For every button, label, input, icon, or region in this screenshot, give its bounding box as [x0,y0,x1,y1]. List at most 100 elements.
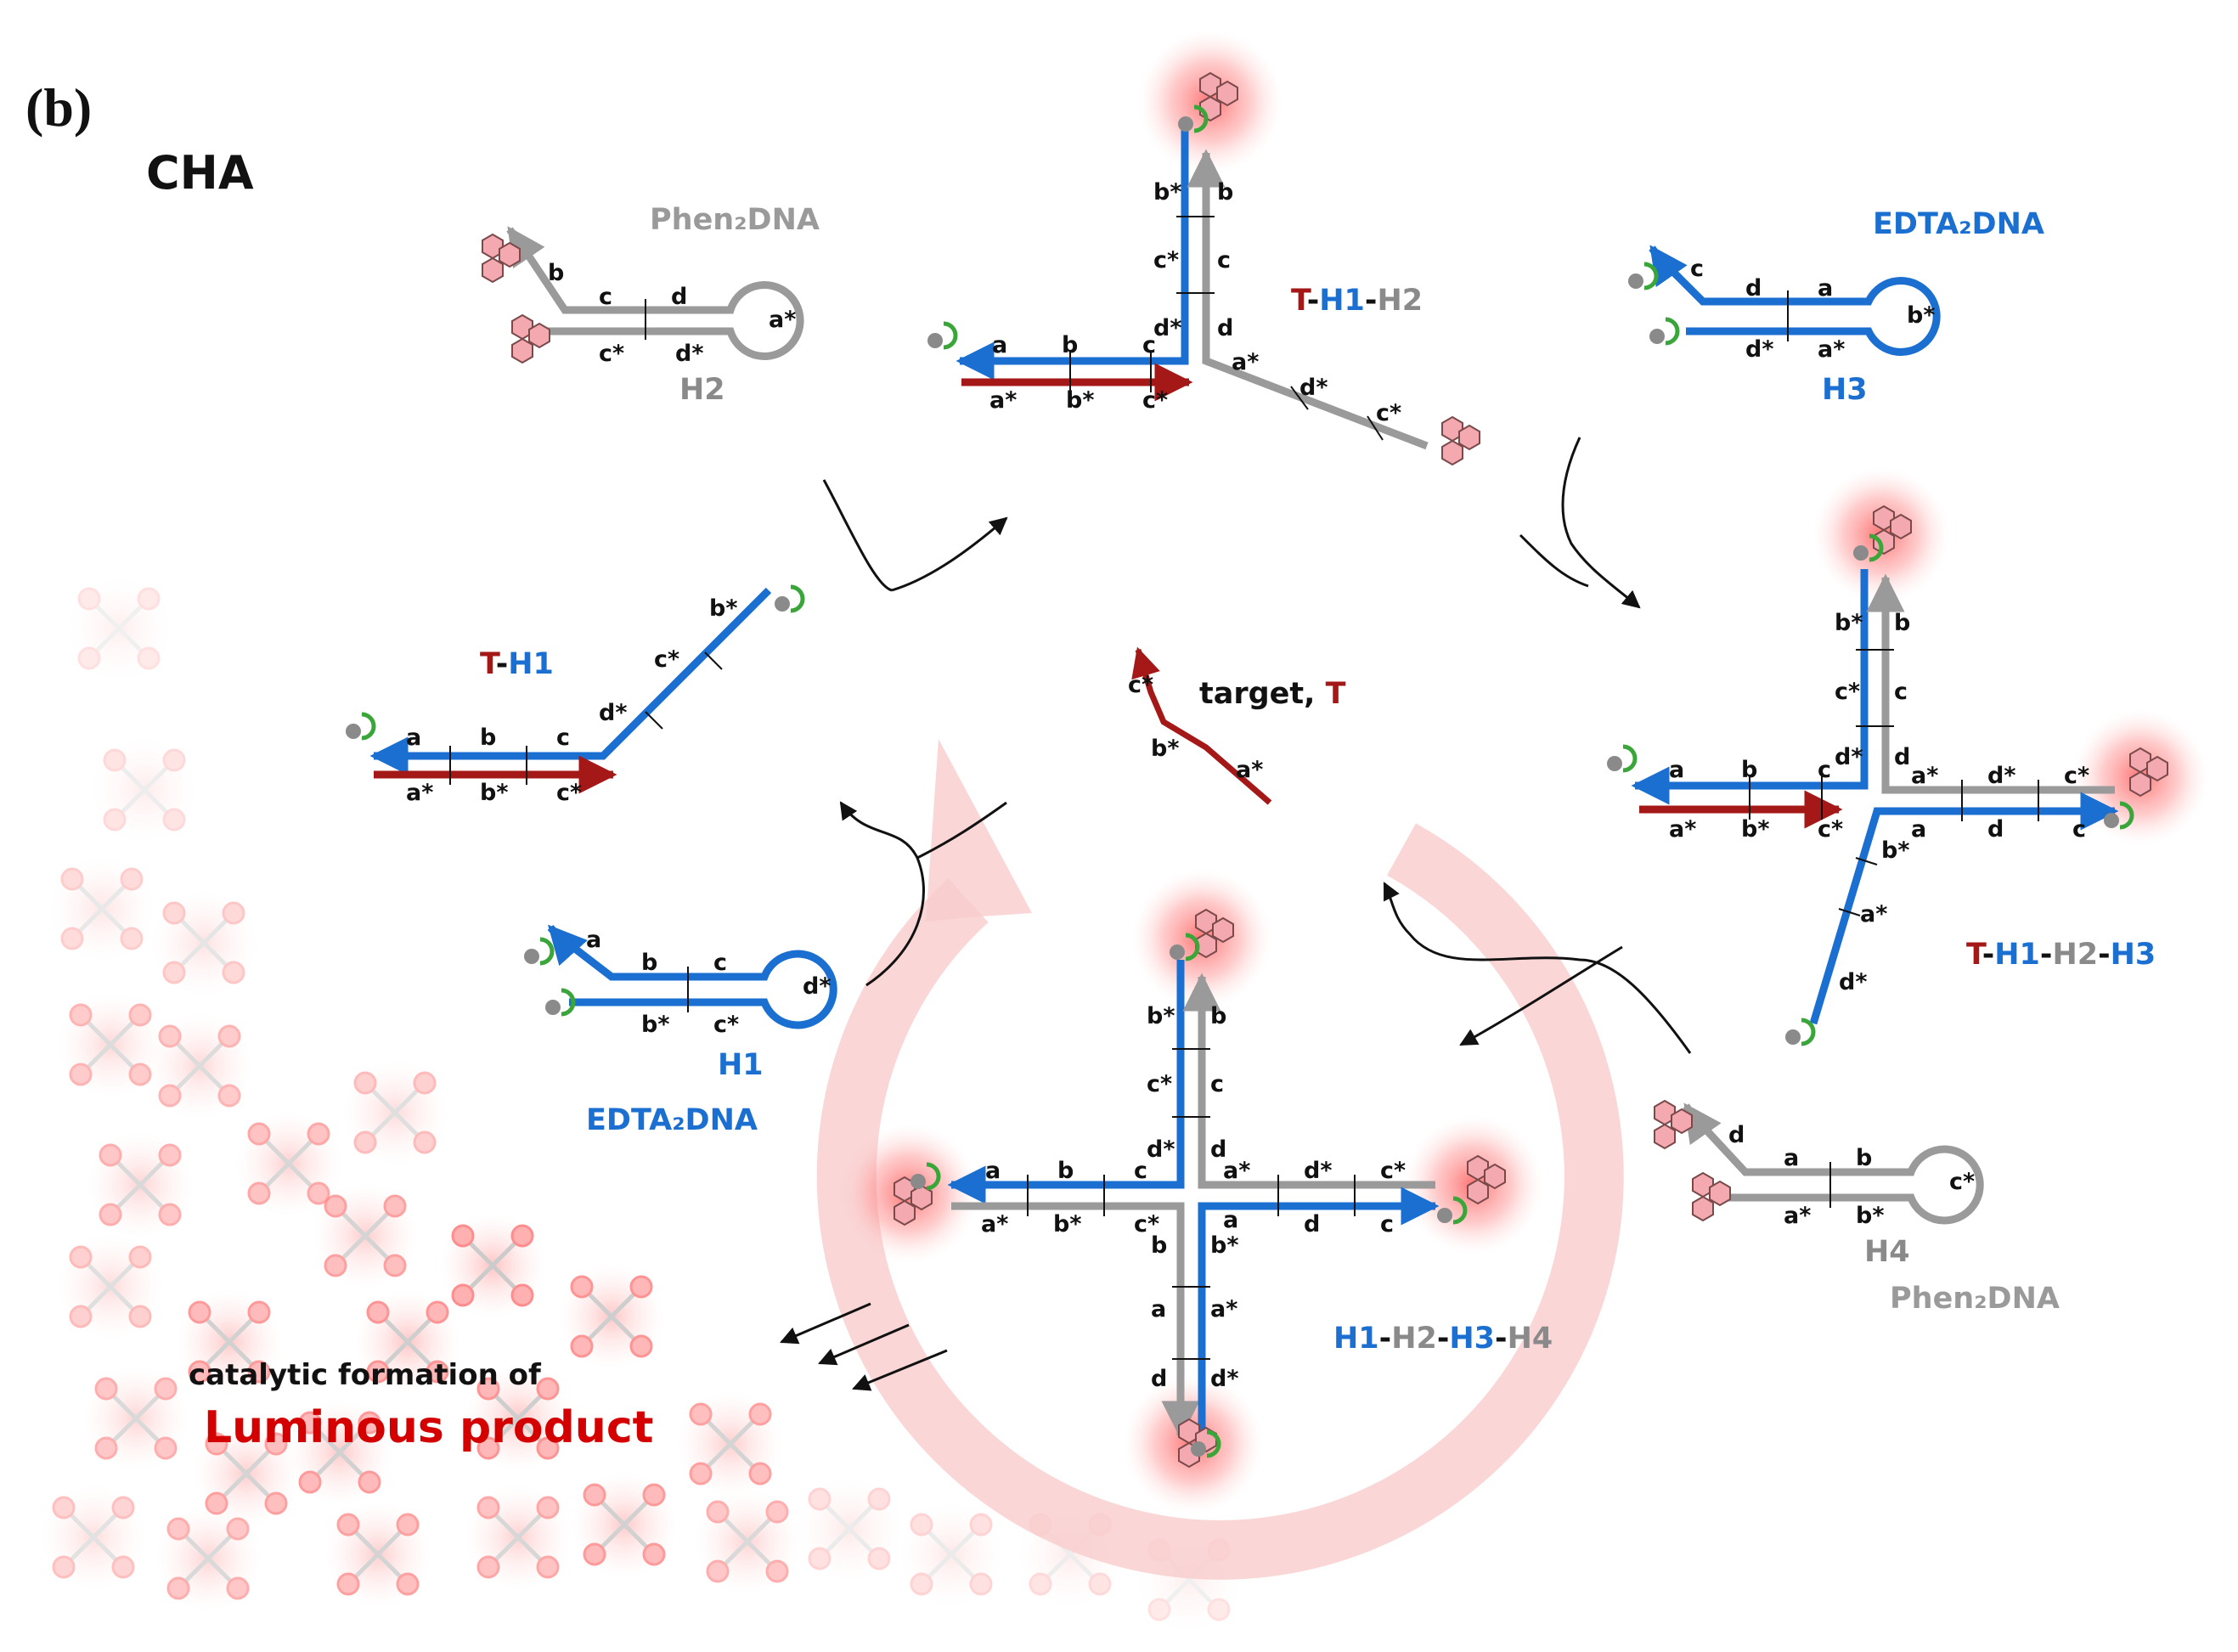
domain-label: a [1818,275,1833,302]
domain-label: c [1217,247,1231,273]
complex-t-h1: b* c* d* a b c a* b* c* T-H1 [346,587,803,806]
reaction-arrow-icon [822,479,893,592]
reaction-arrow-icon [891,516,1008,592]
domain-label: b* [1907,302,1935,329]
domain-label: d [1745,275,1762,302]
domain-label: a* [1232,349,1259,375]
domain-label: a* [989,387,1017,414]
target-strand: c* b* a* target, T [1128,646,1346,805]
domain-label: c* [599,341,624,367]
domain-label: c* [1142,387,1168,414]
edta-bead-icon [1649,319,1677,344]
target-title: target, T [1199,677,1346,711]
domain-label: a [586,927,601,953]
reaction-arrow-icon [916,801,1007,860]
domain-label: c* [654,646,679,673]
domain-label: a* [1210,1296,1237,1322]
domain-label: c [1818,757,1831,783]
luminous-product-label: Luminous product [204,1402,654,1453]
phen-ligand-icon [1692,1172,1731,1221]
domain-label: d [1217,315,1233,341]
domain-label: d* [803,973,831,1000]
domain-label: b* [1856,1203,1884,1229]
phen-dna-label-bottom: Phen₂DNA [1890,1282,2060,1316]
domain-label: b [1217,179,1233,206]
domain-label: d* [1147,1136,1175,1163]
domain-label: d [1728,1122,1745,1148]
domain-label: a* [1236,757,1263,783]
domain-label: a* [1669,816,1696,843]
h1-title: H1 [718,1048,764,1082]
reaction-arrow-icon [1519,533,1589,588]
domain-label: b* [1153,179,1181,206]
domain-label: b* [1741,816,1769,843]
reaction-arrow-icon [839,801,925,987]
domain-label: a* [1911,763,1938,789]
reaction-arrow-icon [780,1302,871,1345]
domain-label: c [556,725,570,751]
edta-bead-icon [346,714,374,739]
domain-label: a* [769,307,796,333]
reaction-arrow-icon [818,1323,910,1366]
edta-bead-icon [1607,747,1635,771]
domain-label: b* [1835,610,1863,636]
phen-ligand-icon [1441,416,1480,465]
domain-label: d* [1987,763,2015,789]
domain-label: c* [1949,1169,1975,1195]
domain-label: d* [599,700,627,726]
domain-label: c [713,950,727,976]
domain-label: c [1210,1071,1224,1097]
domain-label: b* [1881,837,1909,864]
domain-label: a* [1784,1203,1811,1229]
domain-label: d [1987,816,2004,843]
domain-label: d [1304,1211,1320,1238]
domain-label: a [406,725,421,751]
domain-label: c* [556,780,582,806]
domain-label: b* [1053,1211,1081,1238]
domain-label: c* [1134,1211,1159,1238]
domain-label: c [1142,332,1156,358]
domain-label: b* [1066,387,1094,414]
domain-label: a* [1818,336,1845,363]
domain-label: a [1151,1296,1166,1322]
h4-title: H4 [1864,1235,1910,1269]
domain-label: b* [1147,1003,1175,1029]
reaction-arrows [780,437,1692,1391]
phen-dna-label: Phen₂DNA [650,203,820,237]
hairpin-h1: a b c d* b* c* H1 EDTA₂DNA [524,924,837,1137]
domain-label: b [548,260,564,286]
domain-label: c* [713,1012,739,1038]
h1-h2-h3-h4-title: H1-H2-H3-H4 [1333,1322,1553,1356]
h3-title: H3 [1822,373,1868,407]
complex-t-h1-h2-h3: b* b c* c d* d a b c a* d* c* a* b* c* a… [1607,467,2208,1045]
reaction-arrow-icon [1561,437,1641,609]
domain-label: c [1134,1158,1147,1184]
reaction-arrow-icon [1459,945,1623,1046]
domain-label: c* [1147,1071,1172,1097]
domain-label: b [480,725,496,751]
domain-label: a [1669,757,1684,783]
t-h1-h2-h3-title: T-H1-H2-H3 [1966,938,2156,972]
domain-label: d* [1153,315,1181,341]
domain-label: d* [1304,1158,1332,1184]
domain-label: d* [1835,744,1863,770]
domain-label: b* [709,595,737,622]
domain-label: b [1741,757,1757,783]
domain-label: c* [2064,763,2089,789]
edta-bead-icon [927,324,956,348]
complex-h1-h2-h3-h4: b* b c* c d* d a b c a* d* c* a* b* c* a… [839,869,1553,1514]
domain-label: d* [1839,969,1867,995]
domain-label: c* [1835,679,1860,705]
domain-label: d [1210,1136,1226,1163]
domain-label: b* [641,1012,669,1038]
domain-label: c [1380,1211,1394,1238]
phen-ligand-icon [511,314,550,364]
domain-label: c* [1128,672,1153,698]
domain-label: d* [1299,375,1328,401]
domain-label: a* [1860,901,1887,927]
domain-label: a [1784,1145,1799,1171]
domain-label: c* [1380,1158,1406,1184]
domain-label: c [1894,679,1908,705]
domain-label: b* [1210,1232,1238,1259]
